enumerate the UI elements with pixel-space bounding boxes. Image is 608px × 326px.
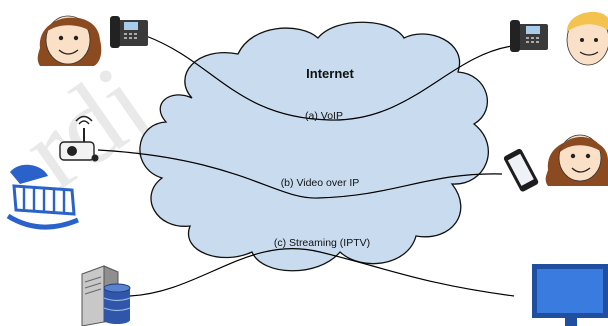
smartphone-icon — [503, 148, 539, 192]
desk-phone-icon — [510, 20, 548, 52]
internet-cloud — [139, 21, 489, 272]
voip-label: (a) VoIP — [305, 110, 343, 122]
video-over-ip-label: (b) Video over IP — [281, 177, 360, 189]
woman-face-icon — [37, 15, 102, 66]
streaming-iptv-label: (c) Streaming (IPTV) — [274, 237, 370, 249]
streaming-link — [129, 247, 515, 297]
desk-phone-icon — [110, 16, 148, 48]
webcam-icon — [59, 115, 99, 162]
voip-link — [145, 35, 513, 121]
internet-label: Internet — [306, 66, 354, 81]
man-face-icon — [566, 11, 608, 66]
woman-face-icon — [545, 134, 608, 186]
baby-crib-icon — [6, 164, 79, 230]
monitor-icon — [532, 264, 608, 326]
database-icon — [103, 283, 131, 324]
video-link — [97, 149, 503, 199]
